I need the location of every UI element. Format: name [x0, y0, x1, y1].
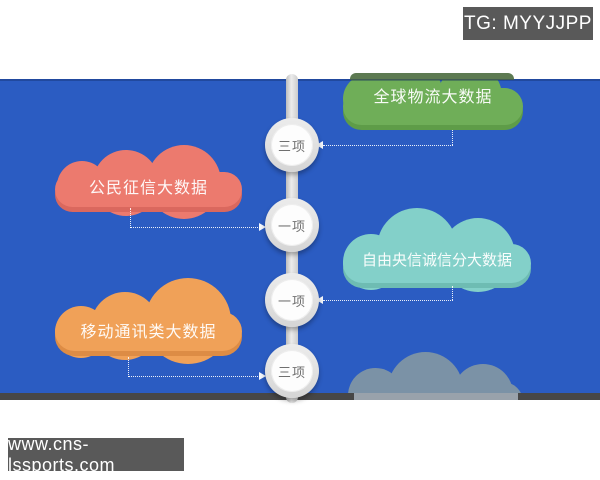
node-label: 一项 [271, 279, 313, 321]
timeline-node-2: 一项 [265, 198, 319, 252]
node-label: 三项 [271, 350, 313, 392]
connector-segment [323, 145, 453, 146]
connector-segment [128, 357, 129, 377]
panel-top-edge [0, 79, 600, 81]
timeline-node-3: 一项 [265, 273, 319, 327]
cloud-label: 移动通讯类大数据 [80, 324, 217, 341]
tg-watermark-badge: TG: MYYJJPP [463, 7, 593, 40]
arrow-right-icon [259, 372, 266, 380]
connector-segment [130, 227, 260, 228]
cloud-global-logistics: 全球物流大数据 [343, 79, 523, 130]
connector-segment [452, 286, 453, 300]
cloud-base [348, 382, 523, 393]
cloud-gray-clipped [348, 352, 523, 393]
connector-segment [128, 376, 260, 377]
connector-segment [323, 300, 453, 301]
cloud-label: 全球物流大数据 [373, 89, 493, 106]
cloud-credit-score: 自由央信诚信分大数据 [343, 208, 531, 292]
cloud-mobile-comm: 移动通讯类大数据 [55, 278, 242, 364]
connector-segment [130, 208, 131, 228]
timeline-node-1: 三项 [265, 118, 319, 172]
cloud-label: 公民征信大数据 [88, 180, 208, 197]
panel-bottom-edge-light [354, 393, 518, 400]
cloud-citizen-credit: 公民征信大数据 [55, 145, 242, 219]
connector-segment [452, 130, 453, 145]
cloud-base [55, 172, 242, 207]
arrow-right-icon [259, 223, 266, 231]
timeline-node-4: 三项 [265, 344, 319, 398]
node-label: 三项 [271, 124, 313, 166]
cloud-base [343, 88, 523, 125]
slide-panel: 全球物流大数据 公民征信大数据 自由央信诚信分大数据 移动通讯类大数据 [0, 79, 600, 393]
cloud-label: 自由央信诚信分大数据 [361, 252, 512, 269]
website-watermark-badge: www.cns-lssports.com [8, 434, 184, 475]
arrow-left-icon [316, 296, 323, 304]
arrow-left-icon [316, 141, 323, 149]
cloud-base [343, 244, 531, 283]
node-label: 一项 [271, 204, 313, 246]
cloud-base [55, 312, 242, 351]
clipped-cloud-bump [350, 73, 514, 80]
